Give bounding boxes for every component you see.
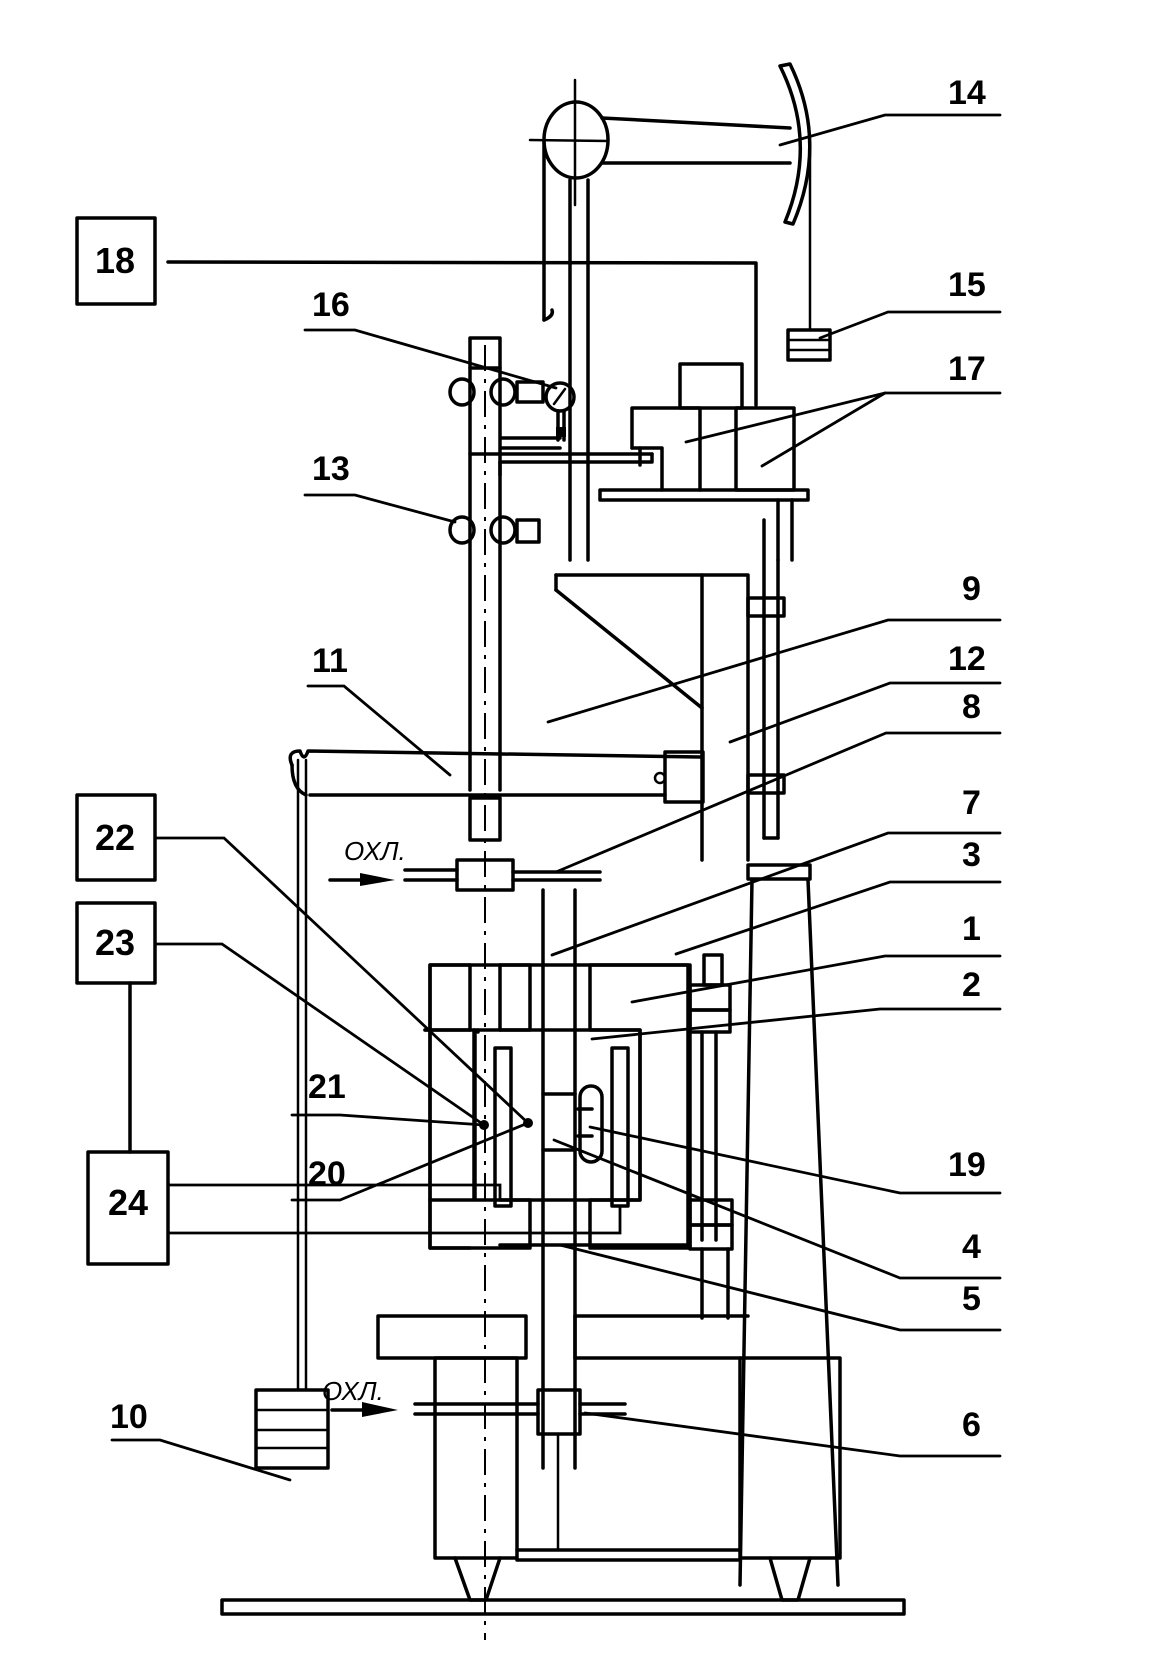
block-23: 23: [75, 901, 157, 985]
coolant-label-top: ОХЛ.: [344, 836, 406, 866]
callout-5: 5: [558, 1243, 1002, 1332]
pulley-wheel: [528, 78, 610, 207]
bracket: [468, 436, 654, 477]
base: [220, 1314, 906, 1616]
clamp-3: [688, 953, 734, 1320]
block-24-label: 24: [108, 1182, 148, 1223]
frame-column-12: [554, 518, 786, 862]
callout-17: 17: [684, 350, 1002, 468]
furnace-1: [423, 963, 690, 1250]
svg-text:17: 17: [948, 350, 986, 388]
svg-text:11: 11: [312, 642, 348, 680]
dial-gauge-16: [544, 381, 576, 442]
lever-arm-14: [600, 62, 812, 226]
weight-10: [254, 1388, 330, 1470]
coolant-arrow-bottom: [330, 1402, 398, 1417]
lever-11: [288, 749, 705, 1392]
extensometer-19: [576, 1084, 604, 1164]
callout-21: 21: [290, 1068, 486, 1127]
furnace-left-half: [428, 963, 692, 1250]
svg-text:13: 13: [312, 450, 350, 488]
block-23-label: 23: [95, 922, 135, 963]
callout-12: 12: [728, 640, 1002, 744]
weight-15: [786, 328, 832, 362]
right-column: [738, 863, 840, 1587]
svg-text:16: 16: [312, 286, 350, 324]
callout-15: 15: [818, 266, 1002, 340]
callout-3: 3: [674, 836, 1002, 956]
svg-text:7: 7: [962, 784, 981, 822]
svg-text:14: 14: [948, 74, 986, 112]
coolant-arrow-top: [328, 873, 395, 886]
rollers-lower-13: [448, 515, 541, 545]
units-17: [598, 362, 810, 562]
callout-19: 19: [588, 1125, 1002, 1195]
callout-2: 2: [590, 966, 1002, 1041]
callout-8: 8: [554, 688, 1002, 874]
block-18: 18: [75, 216, 157, 306]
callout-10: 10: [110, 1398, 292, 1482]
callout-13: 13: [303, 450, 457, 524]
svg-text:19: 19: [948, 1146, 986, 1184]
svg-text:5: 5: [962, 1280, 981, 1318]
callout-4: 4: [552, 1138, 1002, 1280]
coolant-label-bottom: ОХЛ.: [322, 1376, 384, 1406]
callout-20: 20: [290, 1121, 530, 1202]
svg-text:21: 21: [308, 1068, 346, 1106]
callout-6: 6: [583, 1406, 1002, 1458]
callout-11: 11: [306, 642, 452, 777]
svg-text:20: 20: [308, 1155, 346, 1193]
cooling-collar-6: [413, 1388, 627, 1436]
svg-text:15: 15: [948, 266, 986, 304]
callout-1: 1: [630, 910, 1002, 1004]
callout-14: 14: [778, 74, 1002, 147]
svg-text:12: 12: [948, 640, 986, 678]
heater-right-2: [610, 1046, 630, 1208]
svg-text:2: 2: [962, 966, 981, 1004]
callout-16: 16: [303, 286, 558, 390]
heater-left: [493, 1046, 513, 1208]
block-22-label: 22: [95, 817, 135, 858]
callout-9: 9: [546, 570, 1002, 724]
callout-7: 7: [550, 784, 1002, 957]
svg-text:3: 3: [962, 836, 981, 874]
svg-text:4: 4: [962, 1228, 981, 1266]
svg-text:1: 1: [962, 910, 981, 948]
block-24: 24: [86, 1150, 170, 1266]
svg-text:8: 8: [962, 688, 981, 726]
block-22: 22: [75, 793, 157, 882]
block-18-label: 18: [95, 240, 135, 281]
rollers-upper: [448, 377, 545, 407]
svg-text:10: 10: [110, 1398, 148, 1436]
svg-text:6: 6: [962, 1406, 981, 1444]
svg-text:9: 9: [962, 570, 981, 608]
cooling-collar-8: [403, 858, 602, 892]
specimen-4: [541, 888, 577, 1470]
